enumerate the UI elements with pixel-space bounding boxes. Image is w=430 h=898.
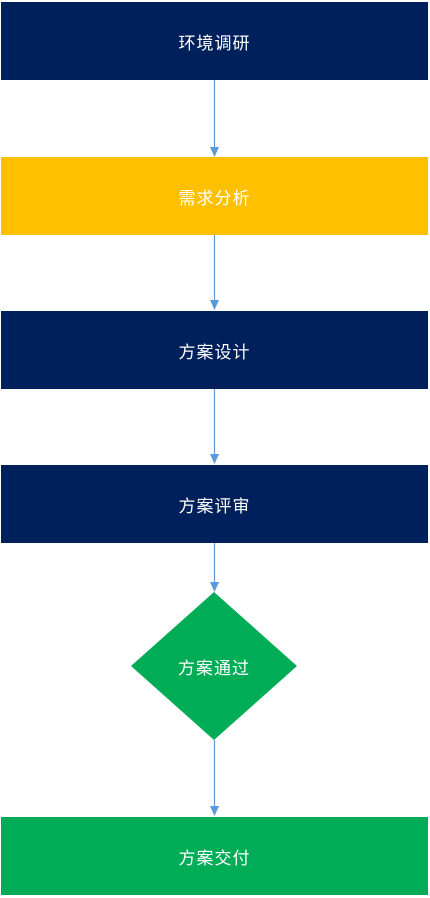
arrow-connector (210, 80, 219, 157)
step-environment-research: 环境调研 (1, 2, 428, 80)
step-solution-delivery: 方案交付 (1, 817, 428, 895)
decision-label: 方案通过 (178, 658, 250, 679)
arrow-connector (210, 235, 219, 310)
step-label: 需求分析 (178, 188, 251, 209)
step-label: 方案交付 (178, 848, 251, 869)
step-label: 方案设计 (178, 342, 251, 363)
decision-diamond (131, 592, 297, 740)
arrow-connector (210, 389, 219, 464)
step-label: 环境调研 (178, 33, 251, 54)
arrow-connector (210, 543, 219, 592)
step-requirement-analysis: 需求分析 (1, 157, 428, 235)
step-solution-review: 方案评审 (1, 465, 428, 543)
decision-label-wrap: 方案通过 (131, 592, 297, 740)
arrow-connector (210, 740, 219, 816)
step-label: 方案评审 (178, 496, 251, 517)
step-solution-design: 方案设计 (1, 311, 428, 389)
